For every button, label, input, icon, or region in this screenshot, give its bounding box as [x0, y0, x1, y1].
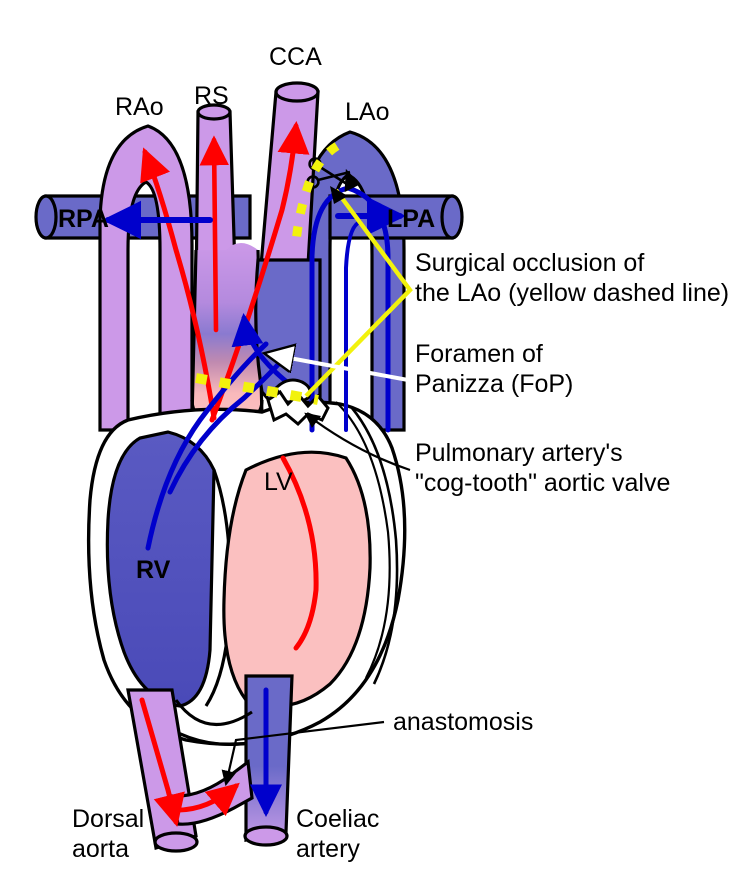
aortic-trunk [192, 243, 262, 418]
rs-flow-arrow [199, 135, 229, 333]
vessel-label-rpa: RPA [58, 205, 109, 233]
rao-flow-arrow [140, 147, 217, 421]
pericardial-gap [174, 699, 253, 726]
lv-flow-streak [280, 455, 319, 651]
surgical-occlusion-leader [304, 188, 413, 398]
dorsal-aorta-flow-arrow [139, 697, 185, 827]
rv-flow-arrow [145, 341, 269, 551]
callout-foramen-panizza-line2: Panizza (FoP) [415, 370, 573, 398]
callouts-group: Surgical occlusion of the LAo (yellow da… [393, 249, 729, 736]
cca-opening [274, 81, 320, 103]
rs-opening [196, 103, 232, 121]
leader-lines-group [221, 186, 413, 787]
vessel-labels-group: RAo RS CCA LAo RPA LPA [58, 43, 435, 233]
flow-arrows-group [102, 121, 406, 827]
vessel-label-rao: RAo [115, 93, 164, 121]
callout-surgical-occlusion-line1: Surgical occlusion of [415, 249, 644, 277]
vessel-label-rs: RS [194, 82, 229, 110]
fop-leader [268, 354, 409, 382]
occlusion-dash-lower [195, 373, 319, 405]
lpa-opening [440, 194, 464, 240]
occlusion-dashed-line [195, 142, 340, 405]
heart-body-group [86, 400, 407, 747]
rpa-opening [34, 194, 58, 240]
bottom-label-dorsal-aorta-line2: aorta [72, 835, 129, 863]
vessel-label-cca: CCA [269, 43, 322, 71]
cca-flow-arrow [209, 121, 310, 423]
anastomosis-flow-arrow [169, 782, 240, 817]
cog-tooth-leader [304, 412, 411, 472]
dorsal-aorta-opening [153, 831, 199, 853]
left-ventricle-cavity [222, 450, 372, 708]
coeliac-artery-vessel [244, 674, 294, 842]
myocardium-contour-2 [335, 401, 391, 679]
callout-cog-tooth-line1: Pulmonary artery's [415, 439, 623, 467]
chamber-label-rv: RV [136, 556, 171, 584]
anastomosis-leader [221, 720, 385, 787]
occlusion-dash-upper [291, 142, 340, 245]
lao-flow-2 [344, 220, 362, 432]
bottom-labels-group: Dorsal aorta Coeliac artery [72, 805, 379, 863]
callout-surgical-occlusion-line2: the LAo (yellow dashed line) [415, 279, 729, 307]
myocardium-contour-1 [350, 407, 399, 685]
chamber-labels-group: RV LV [136, 468, 293, 584]
vessel-label-lpa: LPA [387, 205, 435, 233]
callout-cog-tooth-line2: "cog-tooth" aortic valve [415, 469, 670, 497]
right-ventricle-cavity [105, 430, 216, 708]
callout-foramen-panizza-line1: Foramen of [415, 340, 543, 368]
coeliac-artery-opening [243, 825, 289, 847]
bottom-label-coeliac-artery-line1: Coeliac [296, 805, 379, 833]
callout-anastomosis: anastomosis [393, 708, 533, 736]
vessel-label-lao: LAo [345, 98, 389, 126]
surgical-occlusion-arrowhead [330, 186, 348, 204]
chamber-label-lv: LV [264, 468, 293, 496]
bottom-label-dorsal-aorta-line1: Dorsal [72, 805, 144, 833]
bottom-label-coeliac-artery-line2: artery [296, 835, 360, 863]
